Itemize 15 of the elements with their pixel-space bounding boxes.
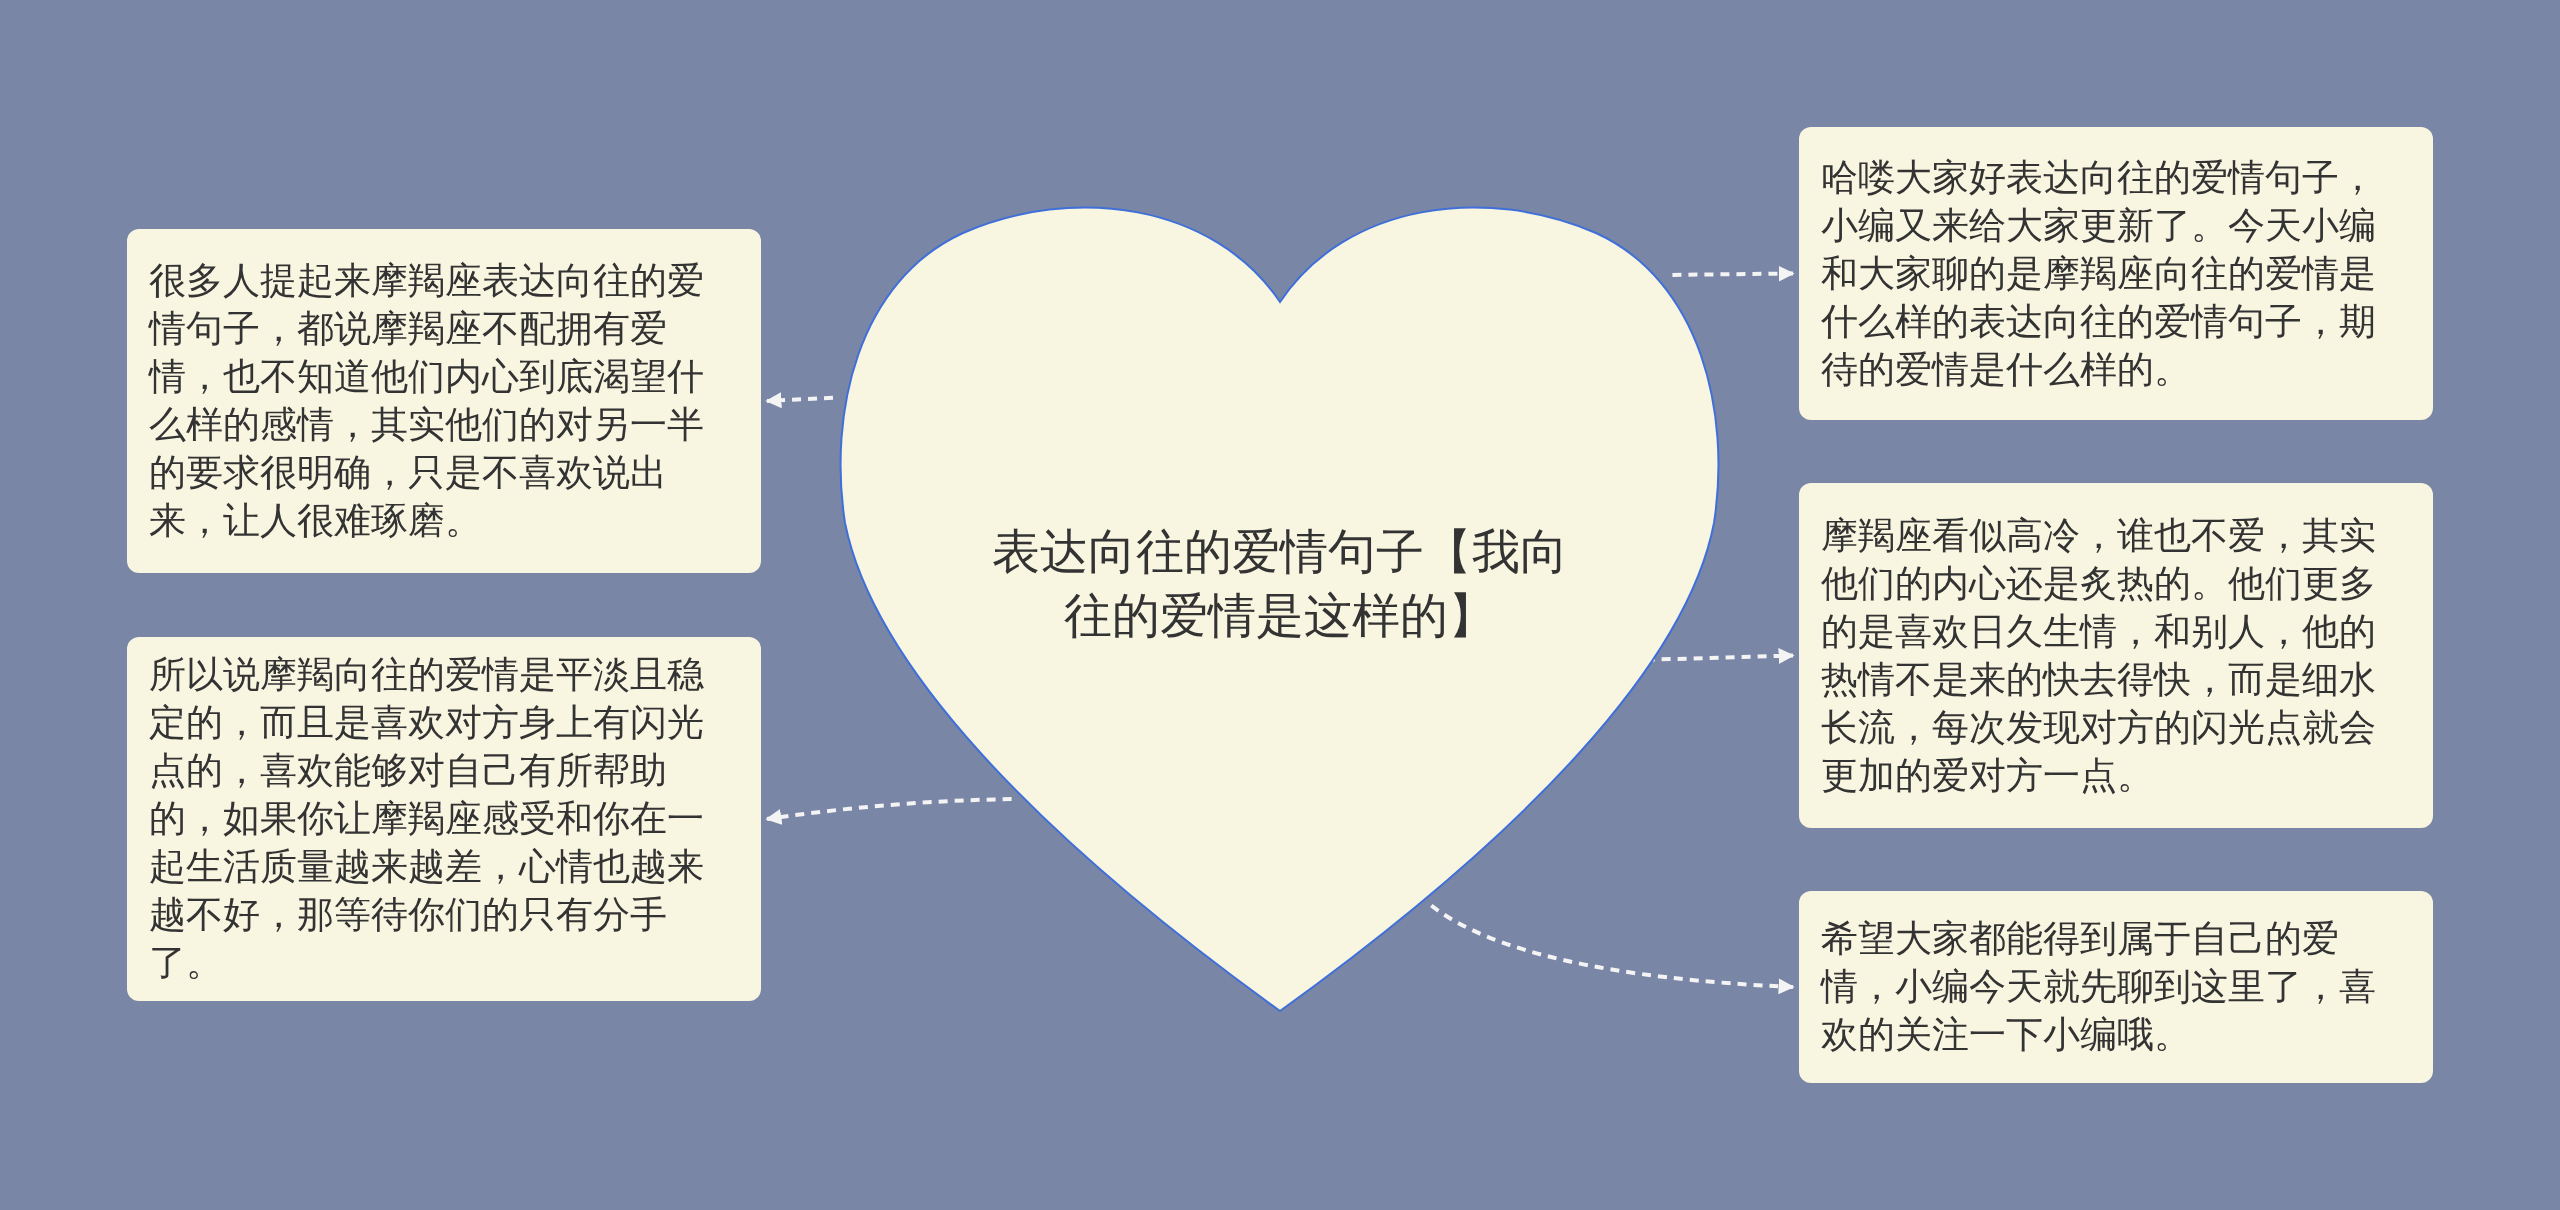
text-card bbox=[127, 637, 761, 1001]
dashed-arrow bbox=[1672, 265, 1795, 282]
central-topic: 表达向往的爱情句子【我向往的爱情是这样的】 bbox=[990, 521, 1569, 645]
paragraph: 所以说摩羯向往的爱情是平淡且稳定的，而且是喜欢对方身上有闪光点的，喜欢能够对自己有所帮助的，如果你让摩羯座感受和你在一起生活质量越来越差，心情也越来越不好，那等待你们的只有分手了。 bbox=[149, 652, 705, 986]
text-card bbox=[1799, 891, 2433, 1083]
text-card bbox=[127, 229, 761, 573]
dashed-arrow bbox=[765, 392, 834, 409]
paragraph: 很多人提起来摩羯座表达向往的爱情句子，都说摩羯座不配拥有爱情，也不知道他们内心到底渴望什么样的感情，其实他们的对另一半的要求很明确，只是不喜欢说出来，让人很难琢磨。 bbox=[149, 258, 705, 544]
text-card bbox=[1799, 483, 2433, 828]
paragraph: 哈喽大家好表达向往的爱情句子，小编又来给大家更新了。今天小编和大家聊的是摩羯座向往的爱情是什么样的表达向往的爱情句子，期待的爱情是什么样的。 bbox=[1821, 154, 2377, 393]
paragraph: 摩羯座看似高冷，谁也不爱，其实他们的内心还是炙热的。他们更多的是喜欢日久生情，和别人，他的热情不是来的快去得快，而是细水长流，每次发现对方的闪光点就会更加的爱对方一点。 bbox=[1821, 512, 2377, 799]
dashed-arrow bbox=[765, 797, 1012, 825]
text-card bbox=[1799, 127, 2433, 420]
paragraph: 希望大家都能得到属于自己的爱情，小编今天就先聊到这里了，喜欢的关注一下小编哦。 bbox=[1821, 916, 2377, 1058]
dashed-arrow bbox=[1430, 903, 1795, 995]
